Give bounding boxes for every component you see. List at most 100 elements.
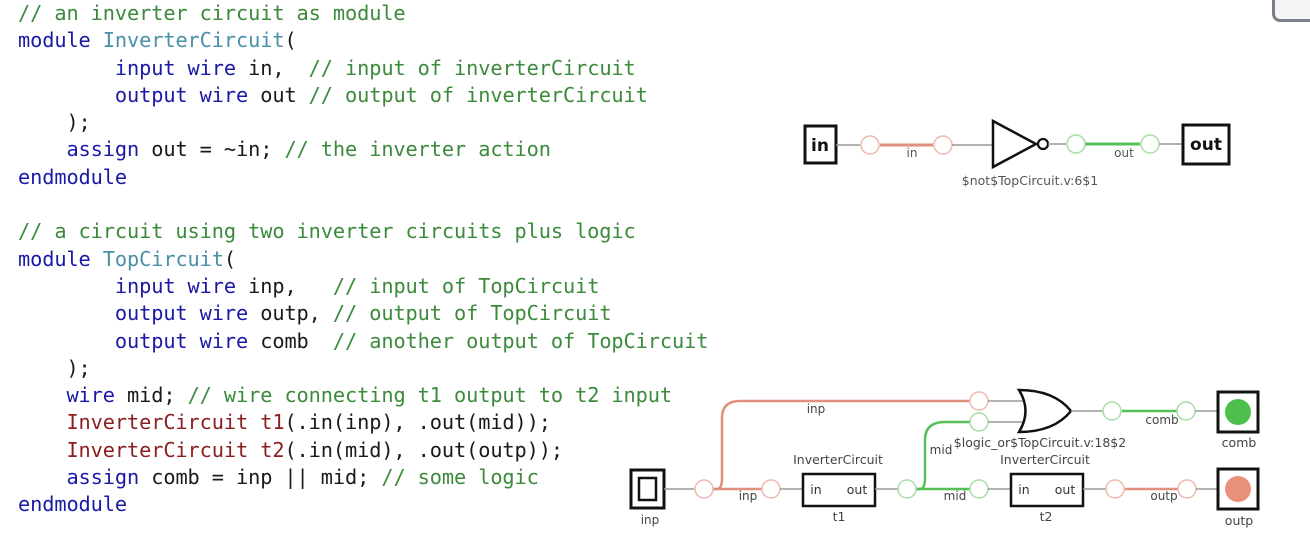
code-token-plain: in, bbox=[248, 55, 309, 80]
wire-mid-up-label: mid bbox=[930, 443, 953, 457]
code-token-type: InverterCircuit bbox=[102, 28, 285, 53]
code-token-kw: wire bbox=[18, 383, 127, 408]
code-token-kw: assign bbox=[18, 465, 152, 490]
t1-name-label: t1 bbox=[833, 509, 846, 524]
code-token-plain: ( bbox=[223, 246, 237, 271]
code-line: assign out = ~in; // the inverter action bbox=[18, 136, 708, 163]
net-node bbox=[897, 479, 917, 499]
code-token-comment: // input of TopCircuit bbox=[332, 273, 600, 298]
t2-out-pin: out bbox=[1055, 482, 1076, 497]
code-line: input wire inp, // input of TopCircuit bbox=[18, 273, 708, 300]
window-corner-button[interactable] bbox=[1272, 0, 1310, 22]
code-line: module TopCircuit( bbox=[18, 246, 708, 273]
code-line: InverterCircuit t1(.in(inp), .out(mid)); bbox=[18, 409, 708, 436]
net-node bbox=[1066, 134, 1086, 154]
net-node bbox=[969, 391, 989, 411]
t2-type-label: InverterCircuit bbox=[1000, 452, 1090, 467]
port-outp-box[interactable] bbox=[1216, 467, 1260, 511]
code-token-plain: outp, bbox=[260, 301, 333, 326]
led-comb-high bbox=[1225, 399, 1251, 425]
code-token-plain: ); bbox=[18, 355, 91, 380]
port-outp-label: outp bbox=[1225, 513, 1253, 528]
code-token-plain: ( bbox=[284, 28, 297, 53]
code-line: output wire comb // another output of To… bbox=[18, 328, 709, 355]
wire-mid-t2-label: mid bbox=[944, 489, 967, 503]
code-token-plain: out = ~in; bbox=[151, 137, 285, 162]
code-token-comment: // wire connecting t1 output to t2 input bbox=[187, 383, 673, 408]
code-line: ); bbox=[18, 355, 708, 382]
not-gate-bubble bbox=[1036, 137, 1050, 151]
port-in-label: in bbox=[811, 136, 829, 156]
code-token-kw: module bbox=[18, 246, 103, 271]
port-in-box[interactable] bbox=[803, 124, 838, 165]
code-token-comment: // the inverter action bbox=[284, 137, 551, 162]
code-token-kw: output wire bbox=[18, 301, 261, 326]
code-token-plain: out bbox=[260, 82, 309, 107]
code-token-inst: InverterCircuit t1 bbox=[18, 410, 285, 435]
port-out-label: out bbox=[1190, 135, 1222, 155]
net-node bbox=[1140, 134, 1160, 154]
not-gate-icon[interactable] bbox=[991, 118, 1039, 170]
code-line: assign comb = inp || mid; // some logic bbox=[18, 464, 708, 491]
code-token-kw: output wire bbox=[18, 328, 261, 353]
net-node bbox=[969, 412, 989, 432]
code-token-plain: (.in(mid), .out(outp)); bbox=[284, 437, 563, 462]
net-node bbox=[694, 479, 714, 499]
t1-type-label: InverterCircuit bbox=[793, 452, 883, 467]
code-line: output wire outp, // output of TopCircui… bbox=[18, 300, 708, 327]
code-token-inst: InverterCircuit t2 bbox=[18, 437, 285, 462]
port-inp-inner bbox=[637, 476, 658, 502]
code-token-kw: assign bbox=[18, 137, 152, 162]
code-token-kw: input wire bbox=[18, 55, 249, 80]
code-token-comment: // output of TopCircuit bbox=[332, 301, 612, 326]
code-token-kw: endmodule bbox=[18, 164, 127, 189]
code-line: module InverterCircuit( bbox=[18, 27, 708, 54]
code-token-kw: endmodule bbox=[18, 492, 127, 517]
code-token-plain: ); bbox=[18, 110, 91, 135]
net-node bbox=[1176, 401, 1196, 421]
code-line: input wire in, // input of inverterCircu… bbox=[18, 55, 708, 82]
t1-in-pin: in bbox=[810, 482, 821, 497]
t1-block[interactable] bbox=[801, 472, 877, 508]
top-inverter-schematic: in in $not$TopCircuit.v:6$1 out out bbox=[803, 118, 1231, 188]
t2-name-label: t2 bbox=[1040, 509, 1053, 524]
wire-inp-top-label: inp bbox=[807, 402, 826, 416]
net-node bbox=[969, 479, 989, 499]
t2-block[interactable] bbox=[1009, 472, 1085, 508]
wire-comb-label: comb bbox=[1145, 413, 1178, 427]
t1-out-pin: out bbox=[847, 482, 868, 497]
or-gate-icon[interactable] bbox=[1016, 388, 1073, 434]
net-node bbox=[933, 135, 953, 155]
code-token-kw: output wire bbox=[18, 82, 261, 107]
port-comb-label: comb bbox=[1222, 435, 1257, 450]
code-token-plain: inp, bbox=[248, 273, 333, 298]
wire-out-label: out bbox=[1114, 146, 1134, 160]
code-token-comment: // another output of TopCircuit bbox=[332, 328, 709, 353]
not-gate-label: $not$TopCircuit.v:6$1 bbox=[962, 173, 1098, 188]
code-line: wire mid; // wire connecting t1 output t… bbox=[18, 382, 708, 409]
code-line: InverterCircuit t2(.in(mid), .out(outp))… bbox=[18, 437, 708, 464]
code-token-comment: // an inverter circuit as module bbox=[18, 1, 406, 25]
wire-outp-label: outp bbox=[1150, 489, 1177, 503]
code-token-plain: comb bbox=[260, 328, 333, 353]
port-out-box[interactable] bbox=[1181, 123, 1231, 166]
code-token-comment: // some logic bbox=[381, 465, 539, 490]
code-token-kw: module bbox=[18, 28, 103, 53]
net-node bbox=[1177, 479, 1197, 499]
code-token-plain: mid; bbox=[127, 383, 188, 408]
code-token-comment: // output of inverterCircuit bbox=[308, 82, 648, 107]
led-outp-low bbox=[1225, 476, 1251, 502]
code-line: // a circuit using two inverter circuits… bbox=[18, 218, 708, 245]
code-line: endmodule bbox=[18, 164, 708, 191]
t2-in-pin: in bbox=[1018, 482, 1029, 497]
net-node bbox=[860, 135, 880, 155]
code-line: endmodule bbox=[18, 491, 708, 518]
wire-in-label: in bbox=[907, 146, 918, 160]
code-token-kw: input wire bbox=[18, 273, 249, 298]
code-token-comment: // a circuit using two inverter circuits… bbox=[18, 219, 636, 244]
code-token-plain: (.in(inp), .out(mid)); bbox=[284, 410, 551, 435]
wire-inp-t1-label: inp bbox=[739, 489, 758, 503]
net-node bbox=[1102, 401, 1122, 421]
